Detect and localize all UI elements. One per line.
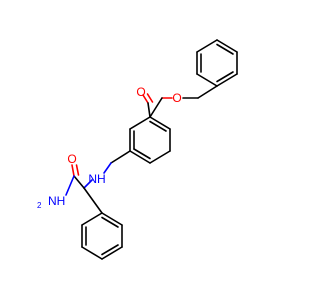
amide-nh2-subscript: 2 <box>37 201 42 210</box>
amide-nh2-label: NH 2 <box>37 194 65 210</box>
molecule-structure: O O O NH NH 2 <box>37 39 238 260</box>
ester-oxygen-label: O <box>172 91 181 105</box>
benzyl-phenyl-ring <box>196 39 238 87</box>
amine-nh-label: NH <box>88 172 105 186</box>
ester-carbonyl <box>142 93 163 118</box>
benzylic-ch2-amine-linker <box>103 150 131 174</box>
ester-carbonyl-oxygen-label: O <box>136 85 145 99</box>
amide-group <box>65 164 80 196</box>
benzyl-ester-linker <box>161 85 218 99</box>
amide-oxygen-label: O <box>67 152 76 166</box>
central-benzene-ring <box>129 116 171 164</box>
amide-nh-text: NH <box>48 194 65 208</box>
structure-canvas: O O O NH NH 2 <box>37 39 238 260</box>
alpha-carbon-bonds <box>73 175 103 214</box>
alpha-phenyl-ring <box>81 212 123 260</box>
